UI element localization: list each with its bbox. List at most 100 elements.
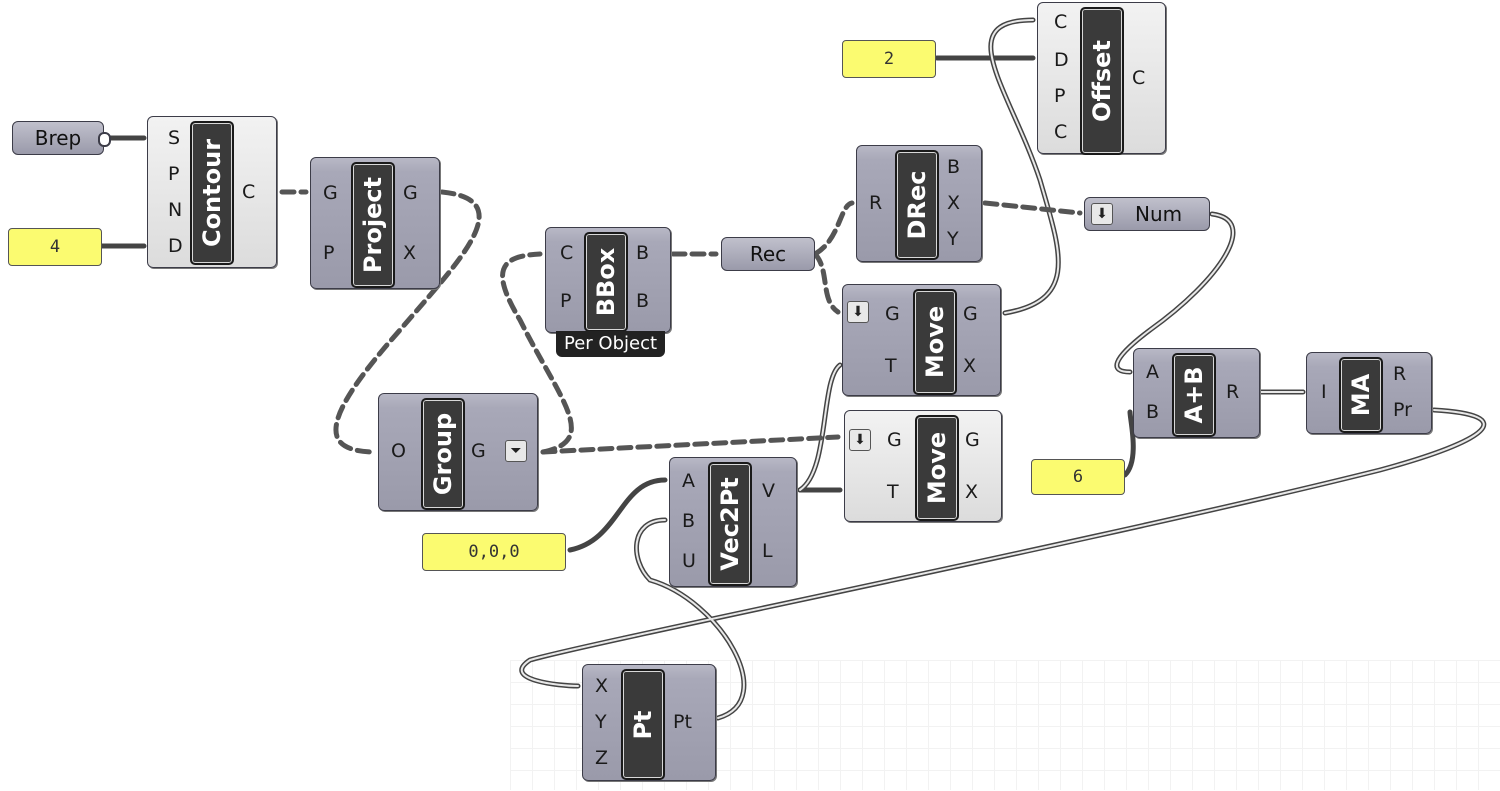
panel-value: 2 (883, 49, 895, 69)
port-a[interactable]: A (682, 470, 695, 492)
number-panel-6[interactable]: 6 (1031, 459, 1125, 495)
port-g-out[interactable]: G (403, 182, 418, 204)
port-r[interactable]: R (869, 192, 883, 214)
port-b[interactable]: B (1146, 401, 1160, 423)
addition-core: A+B (1172, 353, 1216, 437)
port-s[interactable]: S (168, 127, 181, 149)
rec-param[interactable]: Rec (721, 237, 815, 271)
port-c[interactable]: C (1054, 11, 1068, 33)
component-name: MA (1347, 373, 1375, 417)
wire-rec-drec (812, 200, 855, 257)
funnel-icon[interactable]: ⏷ (505, 440, 527, 462)
component-name: Contour (198, 138, 226, 248)
port-l-out[interactable]: L (762, 540, 773, 562)
solid-wires (99, 17, 1487, 721)
port-i[interactable]: I (1321, 381, 1327, 403)
port-g[interactable]: G (887, 429, 902, 451)
port-p[interactable]: P (168, 163, 180, 185)
component-name: Move (921, 305, 949, 379)
port-c[interactable]: C (242, 181, 256, 203)
port-d[interactable]: D (1054, 49, 1069, 71)
move-core: Move (915, 415, 959, 521)
port-b2[interactable]: B (636, 290, 650, 312)
addition-component[interactable]: A B A+B R (1133, 348, 1260, 438)
component-name: Group (429, 412, 457, 496)
port-p[interactable]: P (560, 290, 572, 312)
down-arrow-icon[interactable]: ⬇ (847, 301, 869, 323)
port-z[interactable]: Z (595, 747, 609, 769)
contour-component[interactable]: S P N D Contour C (147, 116, 277, 268)
port-y[interactable]: Y (595, 711, 607, 733)
component-name: Vec2Pt (716, 477, 744, 571)
drec-component[interactable]: R DRec B X Y (856, 145, 982, 262)
port-u[interactable]: U (682, 550, 696, 572)
port-g[interactable]: G (323, 182, 338, 204)
project-component[interactable]: G P Project G X (310, 157, 440, 289)
port-c-out[interactable]: C (1132, 67, 1146, 89)
component-name: A+B (1180, 366, 1208, 424)
bbox-core: BBox (584, 232, 628, 332)
port-g-out[interactable]: G (471, 440, 486, 462)
port-x-out[interactable]: X (403, 242, 417, 264)
port-pr-out[interactable]: Pr (1393, 399, 1412, 421)
port-o[interactable]: O (391, 440, 406, 462)
ma-component[interactable]: I MA R Pr (1306, 352, 1432, 434)
wire-rec-move1 (812, 251, 841, 315)
port-r-out[interactable]: R (1226, 381, 1240, 403)
port-g-out[interactable]: G (963, 303, 978, 325)
port-d[interactable]: D (168, 235, 183, 257)
wire-drec-num (982, 200, 1083, 216)
port-p[interactable]: P (1054, 85, 1066, 107)
port-p[interactable]: P (323, 242, 335, 264)
port-v-out[interactable]: V (762, 480, 775, 502)
component-name: Offset (1088, 40, 1116, 122)
wire-group-move2 (540, 434, 841, 455)
port-c2[interactable]: C (1054, 121, 1068, 143)
port-x-out[interactable]: X (963, 355, 977, 377)
component-name: Project (359, 176, 387, 274)
component-name: Pt (629, 709, 657, 740)
panel-value: 4 (49, 237, 61, 257)
down-arrow-icon[interactable]: ⬇ (849, 429, 871, 451)
ma-core: MA (1339, 357, 1383, 433)
vec2pt-component[interactable]: A B U Vec2Pt V L (669, 457, 797, 587)
pt-core: Pt (621, 669, 665, 780)
port-b[interactable]: B (682, 510, 696, 532)
offset-component[interactable]: C D P C Offset C (1037, 2, 1166, 155)
per-object-tag: Per Object (556, 331, 666, 357)
port-g-out[interactable]: G (965, 429, 980, 451)
port-b1[interactable]: B (636, 242, 650, 264)
port-x[interactable]: X (947, 192, 961, 214)
drec-core: DRec (895, 150, 939, 260)
component-name: BBox (592, 247, 620, 317)
num-param[interactable]: ⬇ Num (1084, 197, 1210, 231)
group-component[interactable]: O Group G ⏷ (378, 393, 538, 511)
contour-core: Contour (190, 121, 234, 265)
port-b[interactable]: B (947, 156, 961, 178)
brep-label: Brep (34, 126, 82, 150)
brep-param[interactable]: Brep (12, 121, 104, 155)
port-n[interactable]: N (168, 199, 183, 221)
panel-value: 6 (1072, 467, 1084, 487)
bbox-component[interactable]: C P BBox B B (545, 227, 671, 333)
port-x-out[interactable]: X (965, 481, 979, 503)
move-core: Move (913, 289, 957, 395)
port-pt-out[interactable]: Pt (673, 711, 692, 733)
pt-component[interactable]: X Y Z Pt Pt (582, 664, 716, 781)
point-panel[interactable]: 0,0,0 (422, 533, 566, 571)
pin[interactable] (98, 132, 111, 147)
number-panel-4[interactable]: 4 (8, 228, 102, 266)
move-component-2[interactable]: ⬇ G T Move G X (844, 410, 1002, 522)
port-g[interactable]: G (885, 303, 900, 325)
down-arrow-icon[interactable]: ⬇ (1091, 203, 1113, 225)
port-c[interactable]: C (560, 242, 574, 264)
port-t[interactable]: T (887, 481, 899, 503)
component-name: Move (923, 431, 951, 505)
move-component-1[interactable]: ⬇ G T Move G X (842, 284, 1001, 396)
number-panel-2[interactable]: 2 (842, 40, 936, 78)
port-x[interactable]: X (595, 675, 609, 697)
port-y[interactable]: Y (947, 228, 959, 250)
port-r-out[interactable]: R (1393, 363, 1407, 385)
port-t[interactable]: T (885, 355, 897, 377)
port-a[interactable]: A (1146, 361, 1159, 383)
